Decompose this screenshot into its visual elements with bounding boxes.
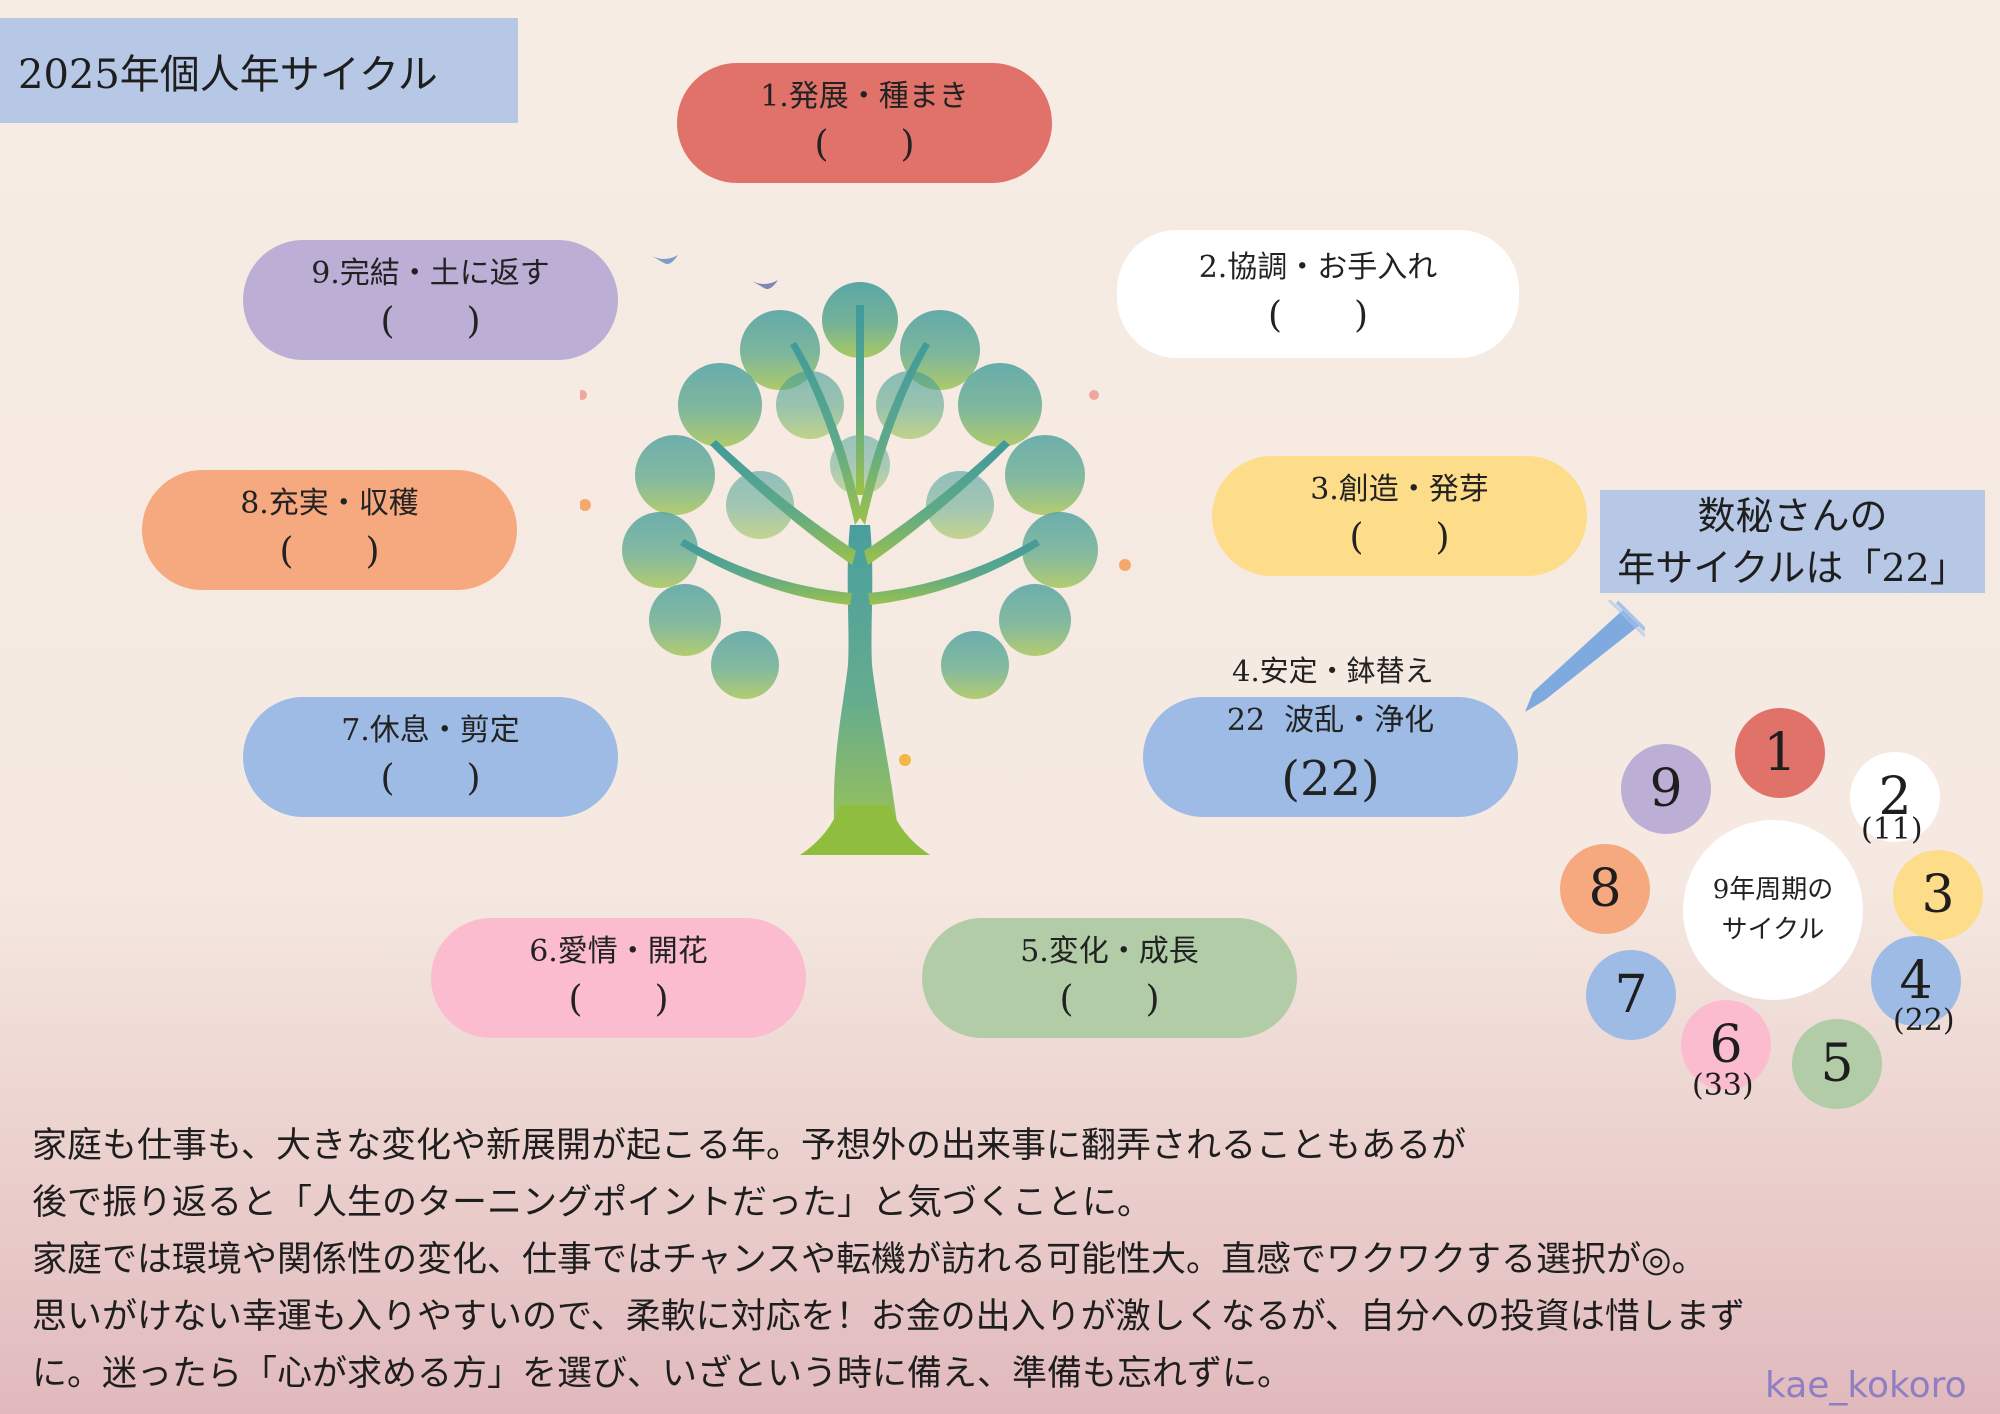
description-text: 家庭も仕事も、大きな変化や新展開が起こる年。予想外の出来事に翻弄されることもある… xyxy=(32,1118,1992,1403)
cycle-number-9-text: 9 xyxy=(1649,759,1683,819)
cycle-center-line-2: サイクル xyxy=(1721,915,1825,945)
step-7-value: ( ) xyxy=(380,757,481,799)
cycle-center-line-1: 9年周期の xyxy=(1712,874,1834,905)
step-8-pill: 8.充実・収穫 ( ) xyxy=(142,470,517,590)
page-title-text: 2025年個人年サイクル xyxy=(18,51,438,98)
cycle-number-6-text: 6 xyxy=(1709,1015,1743,1075)
step-7-pill: 7.休息・剪定 ( ) xyxy=(243,697,618,817)
step-3-value: ( ) xyxy=(1349,516,1450,558)
description-line-2: 後で振り返ると「人生のターニングポイントだった」と気づくことに。 xyxy=(32,1183,1153,1223)
step-8-value: ( ) xyxy=(279,530,380,572)
cycle-number-4: 4 xyxy=(1871,936,1961,1026)
cycle-center: 9年周期の サイクル xyxy=(1683,820,1863,1000)
cycle-number-1: 1 xyxy=(1735,708,1825,798)
pointer-arrow-icon xyxy=(1525,600,1645,712)
note-line-2: 年サイクルは「22」 xyxy=(1617,546,1968,590)
description-line-5: に。迷ったら「心が求める方」を選び、いざという時に備え、準備も忘れずに。 xyxy=(32,1354,1293,1394)
tree-illustration xyxy=(580,255,1131,855)
step-2-label: 2.協調・お手入れ xyxy=(1198,249,1438,285)
step-9-pill: 9.完結・土に返す ( ) xyxy=(243,240,618,360)
description-line-4: 思いがけない幸運も入りやすいので、柔軟に対応を！お金の出入りが激しくなるが、自分… xyxy=(32,1297,1745,1337)
cycle-number-2-sub: (11) xyxy=(1861,812,1923,847)
cycle-number-4-text: 4 xyxy=(1899,951,1933,1011)
note-box: 数秘さんの 年サイクルは「22」 xyxy=(1600,490,1985,593)
step-1-pill: 1.発展・種まき ( ) xyxy=(677,63,1052,183)
note-line-1: 数秘さんの xyxy=(1697,494,1888,538)
cycle-number-4-sub: (22) xyxy=(1893,1003,1955,1038)
step-9-label: 9.完結・土に返す xyxy=(311,255,550,291)
cycle-number-5: 5 xyxy=(1792,1019,1882,1109)
description-line-1: 家庭も仕事も、大きな変化や新展開が起こる年。予想外の出来事に翻弄されることもある… xyxy=(32,1126,1466,1166)
cycle-number-7: 7 xyxy=(1586,950,1676,1040)
cycle-number-9: 9 xyxy=(1621,744,1711,834)
step-4-caption: 4.安定・鉢替え xyxy=(1232,654,1434,688)
step-3-label: 3.創造・発芽 xyxy=(1310,471,1489,507)
step-2-value: ( ) xyxy=(1267,294,1369,336)
step-4-value: (22) xyxy=(1281,751,1380,808)
step-6-value: ( ) xyxy=(568,978,669,1020)
cycle-number-2: 2 xyxy=(1850,752,1940,842)
cycle-number-5-text: 5 xyxy=(1820,1034,1854,1094)
description-line-3: 家庭では環境や関係性の変化、仕事ではチャンスや転機が訪れる可能性大。直感でワクワ… xyxy=(32,1240,1707,1280)
cycle-number-3-text: 3 xyxy=(1921,865,1955,925)
cycle-number-8: 8 xyxy=(1560,844,1650,934)
step-4-sublabel: 22 波乱・浄化 xyxy=(1226,703,1435,739)
step-8-label: 8.充実・収穫 xyxy=(240,485,419,521)
cycle-number-6-sub: (33) xyxy=(1692,1068,1754,1103)
page-title: 2025年個人年サイクル xyxy=(0,18,518,123)
step-6-label: 6.愛情・開花 xyxy=(529,933,708,969)
cycle-number-1-text: 1 xyxy=(1763,723,1797,783)
step-4-pill: 22 波乱・浄化 (22) xyxy=(1143,697,1518,817)
step-7-label: 7.休息・剪定 xyxy=(341,712,520,748)
author-signature: kae_kokoro xyxy=(1765,1365,1967,1406)
step-1-label: 1.発展・種まき xyxy=(760,78,969,114)
cycle-number-7-text: 7 xyxy=(1614,965,1648,1025)
step-5-value: ( ) xyxy=(1059,978,1160,1020)
step-5-label: 5.変化・成長 xyxy=(1020,933,1199,969)
step-1-value: ( ) xyxy=(814,123,915,165)
cycle-number-3: 3 xyxy=(1893,850,1983,940)
step-6-pill: 6.愛情・開花 ( ) xyxy=(431,918,806,1038)
cycle-number-2-text: 2 xyxy=(1878,767,1912,827)
step-2-pill: 2.協調・お手入れ ( ) xyxy=(1117,230,1519,358)
cycle-number-6: 6 xyxy=(1681,1000,1771,1090)
step-5-pill: 5.変化・成長 ( ) xyxy=(922,918,1297,1038)
cycle-number-8-text: 8 xyxy=(1588,859,1622,919)
step-9-value: ( ) xyxy=(380,300,481,342)
step-3-pill: 3.創造・発芽 ( ) xyxy=(1212,456,1587,576)
